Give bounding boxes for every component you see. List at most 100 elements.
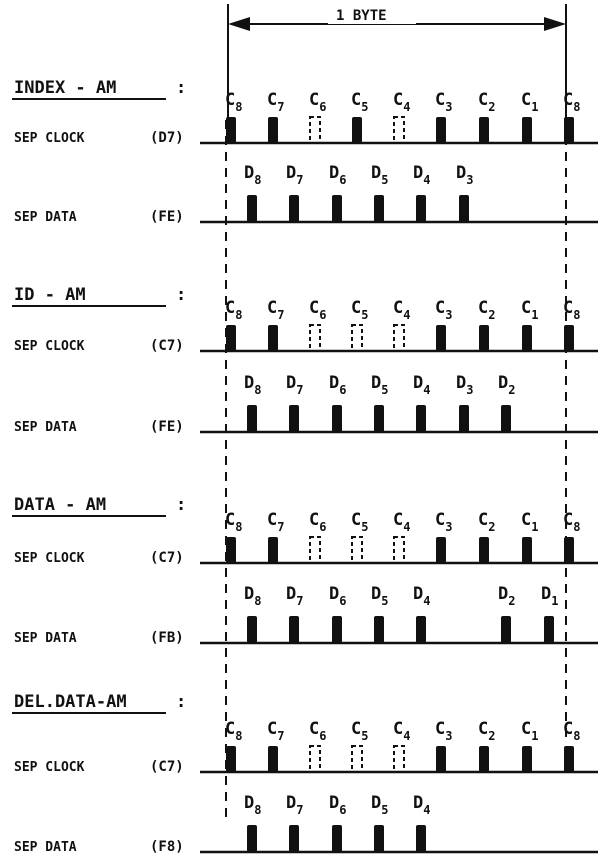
sep-clock-label: SEP CLOCK [14, 339, 85, 354]
data-bit-label: D8 [244, 163, 261, 187]
clock-bit-label: C6 [309, 719, 326, 743]
data-pulse [501, 405, 511, 432]
data-pulse [374, 825, 384, 852]
sep-data-code: (FE) [150, 209, 184, 225]
clock-bit-label: C8 [563, 510, 580, 534]
data-pulse [459, 405, 469, 432]
data-pulse [289, 825, 299, 852]
data-bit-label: D2 [498, 373, 515, 397]
clock-bit-label: C4 [393, 510, 410, 534]
clock-pulse [436, 117, 446, 143]
data-bit-label: D7 [286, 584, 303, 608]
group-title-colon: : [176, 78, 186, 98]
data-pulse [459, 195, 469, 222]
clock-bit-label: C4 [393, 90, 410, 114]
clock-bit-label: C5 [351, 510, 368, 534]
data-bit-label: D3 [456, 163, 473, 187]
data-bit-label: D2 [498, 584, 515, 608]
data-pulse [247, 405, 257, 432]
clock-bit-label: C4 [393, 298, 410, 322]
clock-pulse [268, 746, 278, 772]
sep-data-label: SEP DATA [14, 631, 77, 646]
sep-clock-label: SEP CLOCK [14, 551, 85, 566]
clock-bit-label: C3 [435, 90, 452, 114]
data-pulse [289, 195, 299, 222]
data-bit-label: D1 [541, 584, 558, 608]
data-bit-label: D5 [371, 373, 388, 397]
clock-pulse [226, 746, 236, 772]
clock-bit-label: C7 [267, 298, 284, 322]
data-bit-label: D8 [244, 373, 261, 397]
data-pulse [374, 616, 384, 643]
data-pulse [332, 195, 342, 222]
data-pulse [247, 616, 257, 643]
clock-pulse [226, 325, 236, 351]
missing-clock-pulse [393, 536, 405, 564]
data-bit-label: D4 [413, 793, 430, 817]
clock-bit-label: C8 [225, 90, 242, 114]
byte-arrow-right-head [544, 17, 566, 31]
sep-clock-code: (C7) [150, 759, 184, 775]
clock-bit-label: C1 [521, 719, 538, 743]
data-bit-label: D5 [371, 163, 388, 187]
clock-pulse [268, 117, 278, 143]
missing-clock-pulse [351, 324, 363, 352]
clock-pulse [479, 537, 489, 563]
data-bit-label: D3 [456, 373, 473, 397]
data-pulse [289, 405, 299, 432]
data-bit-label: D6 [329, 373, 346, 397]
group-title: DATA - AM [14, 495, 106, 515]
missing-clock-pulse [393, 745, 405, 773]
data-bit-label: D8 [244, 584, 261, 608]
data-bit-label: D7 [286, 163, 303, 187]
clock-bit-label: C6 [309, 298, 326, 322]
group-title-colon: : [176, 495, 186, 515]
clock-bit-label: C1 [521, 298, 538, 322]
clock-bit-label: C5 [351, 719, 368, 743]
clock-pulse [522, 746, 532, 772]
data-bit-label: D5 [371, 793, 388, 817]
sep-data-code: (FE) [150, 419, 184, 435]
data-bit-label: D7 [286, 793, 303, 817]
clock-bit-label: C3 [435, 510, 452, 534]
clock-pulse [436, 537, 446, 563]
sep-clock-label: SEP CLOCK [14, 760, 85, 775]
data-bit-label: D4 [413, 373, 430, 397]
data-bit-label: D7 [286, 373, 303, 397]
data-pulse [374, 195, 384, 222]
clock-bit-label: C4 [393, 719, 410, 743]
clock-bit-label: C8 [563, 90, 580, 114]
sep-data-label: SEP DATA [14, 840, 77, 855]
data-bit-label: D4 [413, 584, 430, 608]
data-bit-label: D4 [413, 163, 430, 187]
data-bit-label: D6 [329, 793, 346, 817]
group-title: INDEX - AM [14, 78, 116, 98]
sep-clock-code: (C7) [150, 338, 184, 354]
clock-pulse [268, 325, 278, 351]
clock-bit-label: C7 [267, 719, 284, 743]
clock-bit-label: C1 [521, 90, 538, 114]
sep-clock-label: SEP CLOCK [14, 131, 85, 146]
clock-bit-label: C6 [309, 90, 326, 114]
sep-data-code: (FB) [150, 630, 184, 646]
clock-bit-label: C5 [351, 90, 368, 114]
group-title-colon: : [176, 692, 186, 712]
data-pulse [374, 405, 384, 432]
missing-clock-pulse [351, 745, 363, 773]
clock-bit-label: C7 [267, 510, 284, 534]
missing-clock-pulse [309, 536, 321, 564]
data-pulse [332, 825, 342, 852]
group-title-colon: : [176, 285, 186, 305]
clock-pulse [479, 746, 489, 772]
clock-bit-label: C8 [563, 719, 580, 743]
sep-data-code: (F8) [150, 839, 184, 855]
data-pulse [247, 825, 257, 852]
clock-pulse [522, 117, 532, 143]
data-pulse [332, 405, 342, 432]
clock-bit-label: C8 [225, 510, 242, 534]
byte-label-bg [328, 6, 416, 24]
clock-pulse [436, 746, 446, 772]
clock-pulse [564, 117, 574, 143]
